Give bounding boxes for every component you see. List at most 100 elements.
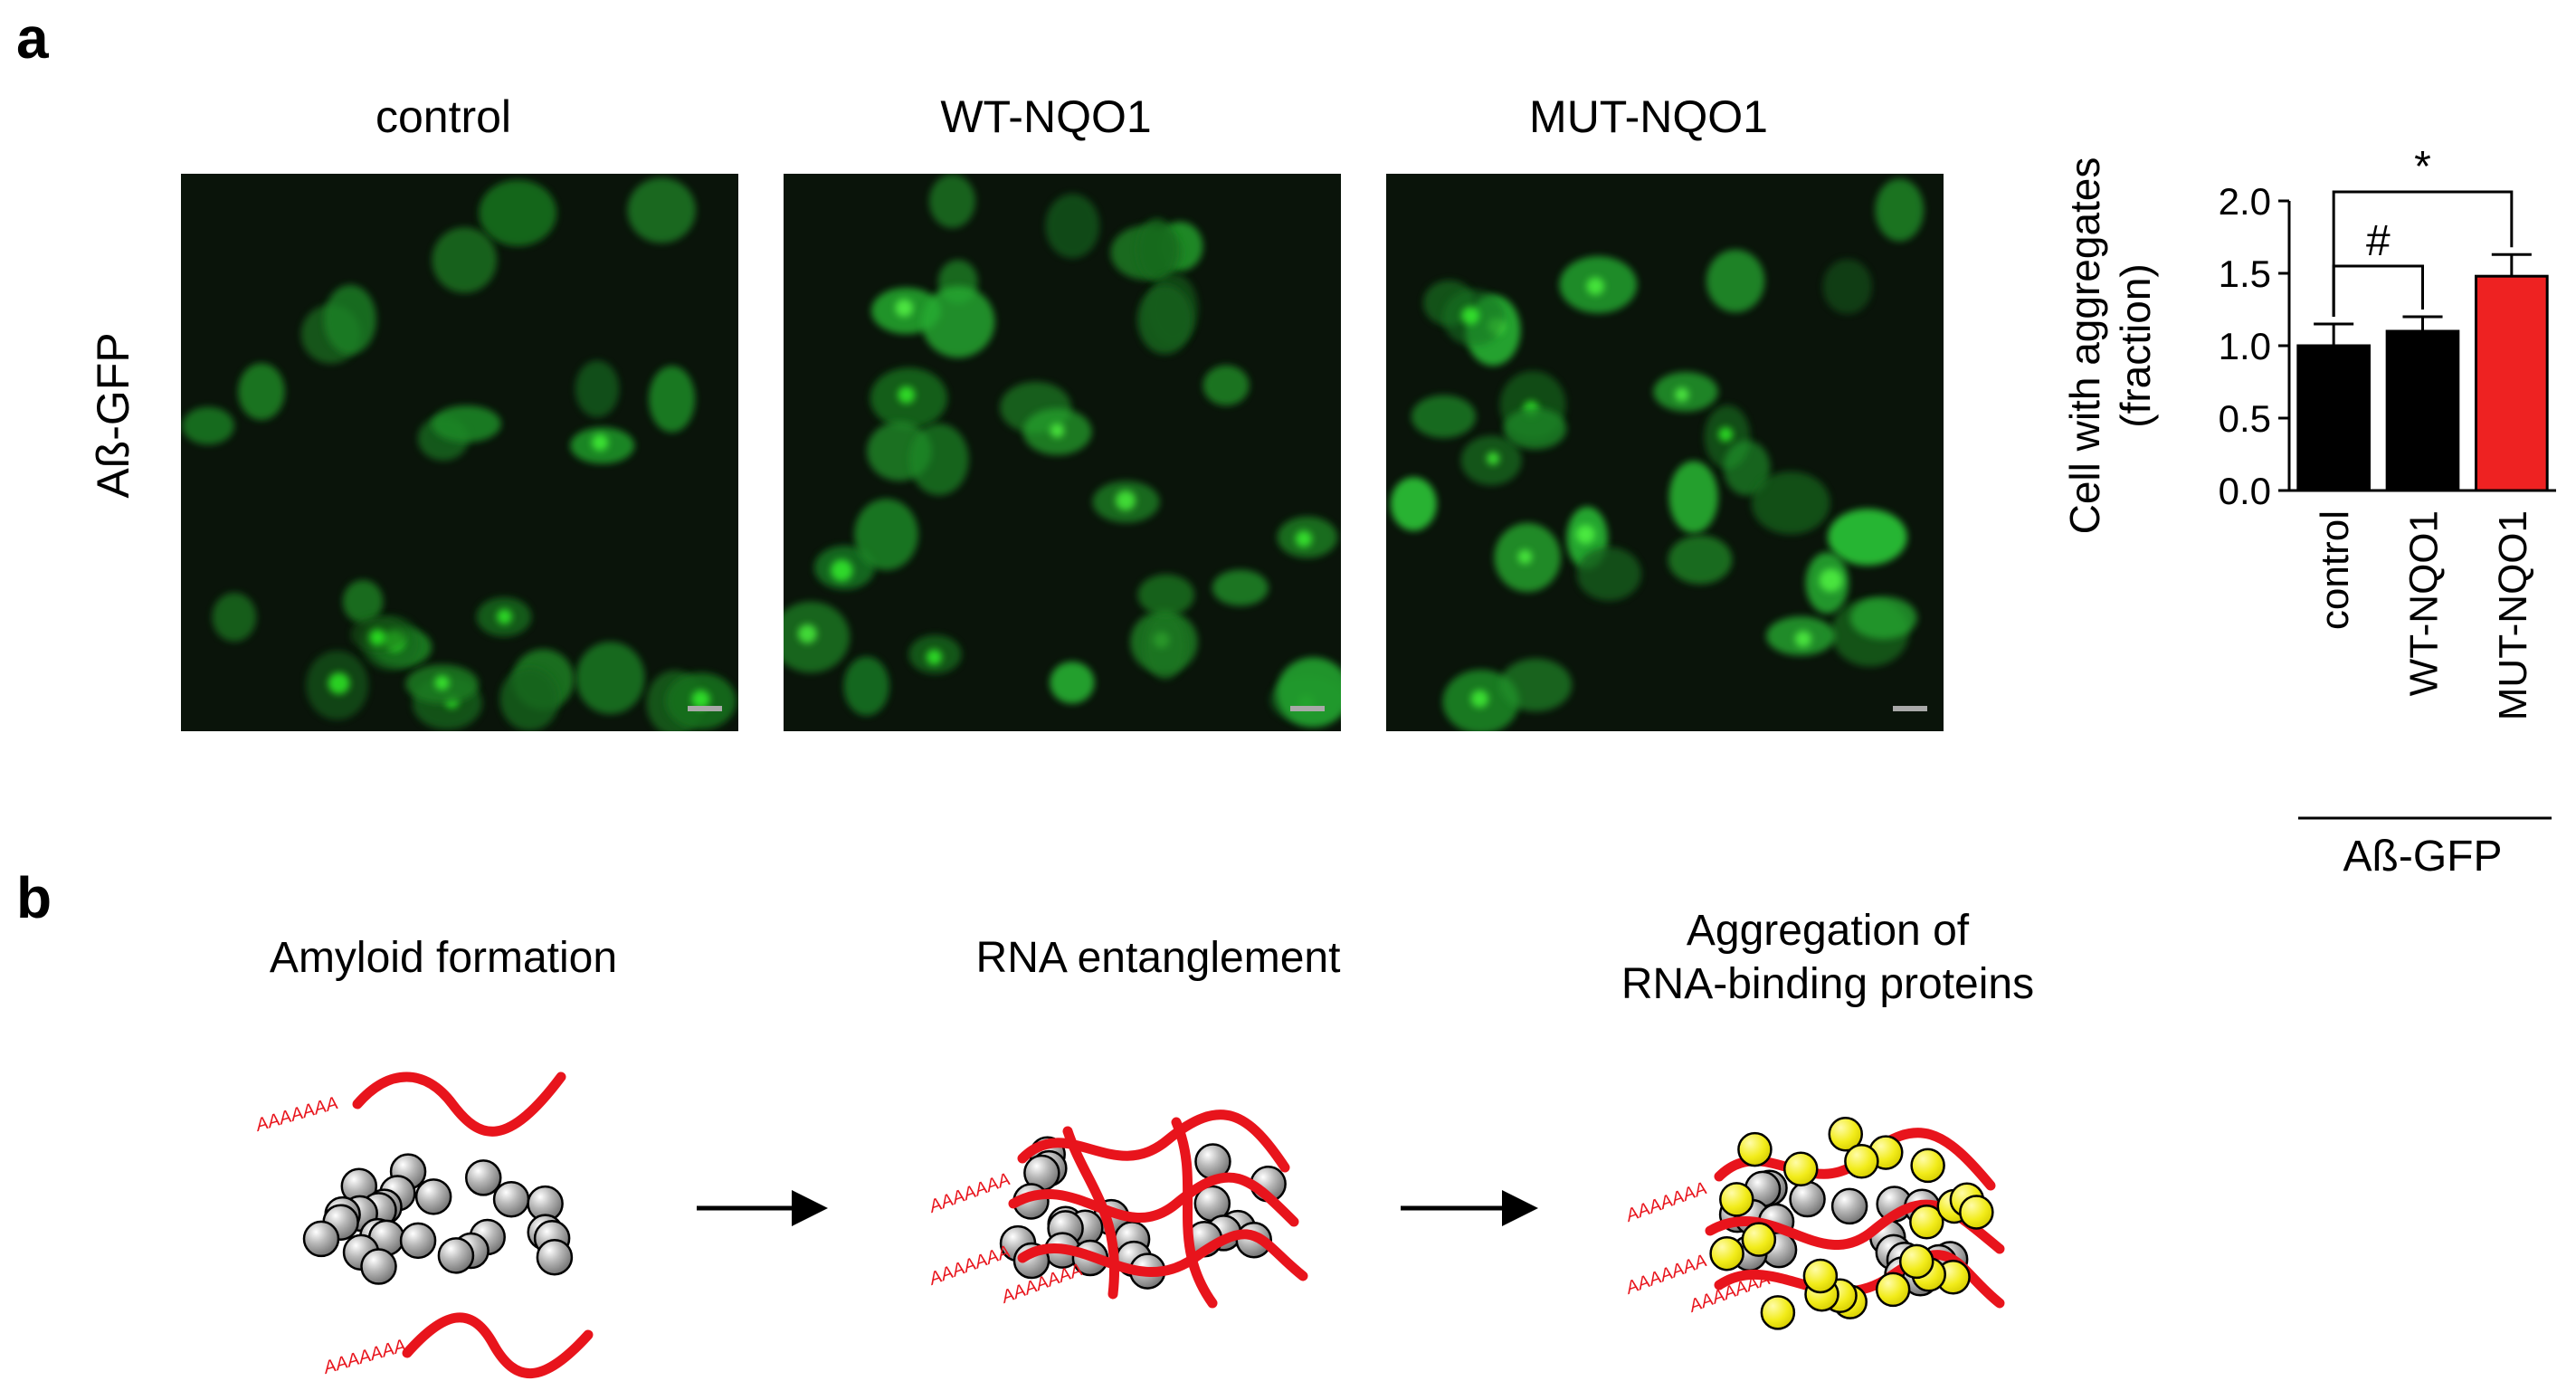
panel-b-letter: b (16, 865, 52, 930)
cell (1668, 461, 1718, 534)
rna-strand (1171, 1117, 1218, 1309)
aggregate-spot (1586, 277, 1605, 296)
rna-strand-bottom (402, 1312, 594, 1379)
aggregate-spot (1050, 424, 1065, 438)
bar-wt-nqo1 (2385, 329, 2460, 492)
cell (1828, 509, 1907, 566)
aggregate-spot (1819, 568, 1843, 593)
amyloid-particle (399, 1222, 437, 1260)
cell (1751, 471, 1830, 535)
aggregate-spot (1461, 307, 1479, 325)
aggregate-spot (1794, 631, 1811, 648)
step-title-amyloid: Amyloid formation (269, 934, 618, 982)
aggregate-spot (926, 649, 943, 665)
step-title-rna: RNA entanglement (975, 934, 1341, 982)
cell (1390, 477, 1437, 531)
schematic-diagram: AAAAAAAAAAAAAAAAAAAAAAAAAAAAAAAAAAAAAAAA… (252, 1071, 2005, 1379)
rna-strand (1008, 1172, 1299, 1227)
cell (1875, 178, 1925, 242)
image-title-wt: WT-NQO1 (940, 91, 1152, 142)
aggregate-spot (1486, 452, 1500, 465)
cell (1499, 658, 1573, 712)
cell (1668, 535, 1733, 585)
cell (649, 366, 696, 433)
micrograph-control (181, 174, 738, 731)
cell (212, 592, 257, 642)
aggregate-spot (1575, 524, 1595, 544)
rna-strand (1017, 1110, 1290, 1173)
image-title-mut: MUT-NQO1 (1529, 91, 1768, 142)
amyloid-particle (360, 1248, 397, 1285)
bar-mut-nqo1 (2475, 274, 2549, 492)
aggregate-spot (1115, 490, 1136, 511)
cell (1202, 365, 1250, 406)
cell (324, 284, 376, 355)
amyloid-particle (492, 1180, 530, 1218)
significance-bracket (2332, 264, 2424, 317)
rbp-particle (1709, 1235, 1744, 1271)
rbp-particle (1875, 1271, 1911, 1308)
micrograph-wt (784, 174, 1341, 731)
rbp-particle (1910, 1148, 1945, 1184)
cell (1137, 284, 1193, 355)
aggregate-spot (895, 299, 914, 318)
rbp-particle (1760, 1295, 1796, 1330)
cell (479, 179, 557, 246)
cell (1145, 613, 1186, 680)
polya-tail: AAAAAAA (926, 1169, 1012, 1217)
amyloid-particle (1789, 1180, 1826, 1218)
scale-bar (1893, 706, 1927, 711)
rbp-particle (1828, 1116, 1863, 1152)
aggregate-spot (591, 433, 609, 452)
rna-strand-top (352, 1071, 566, 1137)
aggregate-spot (831, 559, 853, 582)
x-tick-label: control (2313, 510, 2357, 630)
cell (1723, 440, 1771, 496)
image-title-control: control (375, 91, 512, 142)
y-tick-label: 0.5 (2219, 397, 2271, 440)
cell (627, 177, 696, 243)
cell (1503, 407, 1567, 450)
aggregate-spot (1295, 530, 1313, 548)
y-axis-label: Cell with aggregates(fraction) (2061, 157, 2159, 535)
aggregate-spot (1674, 387, 1689, 402)
rbp-particle (1898, 1243, 1934, 1280)
cell (928, 174, 976, 228)
cell (575, 360, 620, 418)
amyloid-particle (1830, 1187, 1868, 1225)
bar-control (2296, 344, 2372, 492)
panel-a-letter: a (16, 5, 49, 71)
y-tick-label: 0.0 (2219, 470, 2271, 512)
scale-bar (1290, 706, 1325, 711)
rbp-particle (1844, 1143, 1879, 1179)
cell (1136, 218, 1177, 281)
cell (1411, 395, 1477, 439)
aggregate-spot (898, 386, 916, 404)
arrow-head (1502, 1190, 1538, 1226)
cell (1137, 574, 1195, 616)
amyloid-particle (536, 1238, 574, 1276)
aggregate-spot (369, 629, 386, 646)
rbp-particle (1783, 1151, 1819, 1186)
amyloid-particle (414, 1178, 452, 1215)
group-label: Aß-GFP (2343, 833, 2503, 881)
arrow-head (792, 1190, 828, 1226)
scale-bar (688, 706, 722, 711)
cell (575, 642, 645, 715)
y-tick-label: 1.0 (2219, 325, 2271, 367)
rbp-particle (1737, 1131, 1773, 1167)
cell (909, 424, 969, 496)
aggregate-spot (497, 609, 512, 624)
cell (1706, 249, 1765, 313)
significance-symbol: # (2366, 217, 2391, 265)
cell (1576, 547, 1642, 601)
cell (854, 499, 918, 571)
x-tick-label: MUT-NQO1 (2491, 510, 2535, 720)
aggregate-spot (1517, 549, 1533, 565)
cell (432, 227, 498, 293)
amyloid-particle (302, 1220, 340, 1258)
cell (1822, 259, 1873, 314)
cell (499, 667, 560, 731)
rbp-particle (1959, 1195, 1994, 1230)
